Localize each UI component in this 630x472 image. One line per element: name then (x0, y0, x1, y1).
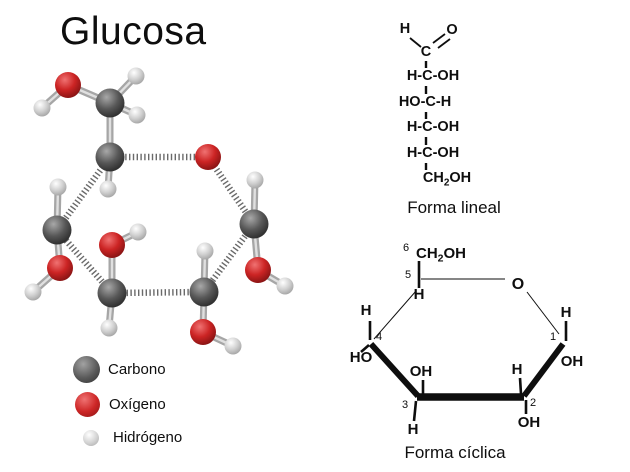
cyclic-label: 2 (530, 397, 536, 409)
legend-label-oxygen: Oxígeno (109, 396, 166, 413)
atom-oxygen (55, 72, 81, 98)
cyclic-bond (412, 400, 418, 422)
cyclic-label: 4 (376, 331, 382, 343)
cyclic-label: HO (350, 349, 373, 366)
page-title: Glucosa (60, 10, 207, 53)
cyclic-label: O (512, 276, 524, 293)
legend-item-carbon: Carbono (71, 356, 166, 383)
ring-bond-dashed (201, 222, 257, 294)
linear-label: H-C-OH (407, 145, 459, 161)
cyclic-label: OH (561, 353, 584, 370)
cyclic-label: H (408, 421, 419, 438)
atom-hydrogen (24, 283, 42, 301)
linear-label: HO-C-H (399, 94, 451, 110)
linear-label: H (400, 21, 410, 37)
cyclic-bond (368, 341, 421, 399)
linear-label: H-C-OH (407, 68, 459, 84)
cyclic-form-caption: Forma cíclica (404, 443, 506, 462)
atom-oxygen (99, 232, 125, 258)
linear-bond (409, 37, 422, 48)
atom-hydrogen (99, 180, 117, 198)
carbon-ball-icon (71, 356, 101, 383)
atom-oxygen (47, 255, 73, 281)
cyclic-label: OH (410, 363, 433, 380)
atom-carbon (42, 215, 72, 245)
linear-label: H-C-OH (407, 119, 459, 135)
cyclic-label: 1 (550, 331, 556, 343)
atom-hydrogen (128, 106, 146, 124)
cyclic-bond (526, 291, 560, 335)
atom-hydrogen (100, 319, 118, 337)
cyclic-bond (360, 344, 370, 353)
atom-carbon (95, 142, 125, 172)
atom-hydrogen (129, 223, 147, 241)
cyclic-label: H (561, 304, 572, 321)
linear-label: C (421, 44, 432, 60)
atom-hydrogen (49, 178, 67, 196)
hydrogen-ball-icon (76, 429, 106, 446)
atom-carbon (95, 88, 125, 118)
linear-formula: H OC H-C-OH HO-C-H H-C-OH H-C-OH CH2OH (399, 21, 471, 189)
cyclic-label: 6 (403, 242, 409, 254)
atom-carbon (97, 278, 127, 308)
linear-bond (437, 38, 451, 49)
atom-hydrogen (127, 67, 145, 85)
cyclic-label: CH2OH (416, 245, 466, 265)
atom-hydrogen (224, 337, 242, 355)
legend-label-hydrogen: Hidrógeno (113, 429, 183, 446)
atom-oxygen (245, 257, 271, 283)
atom-carbon (239, 209, 269, 239)
linear-label: CH2OH (423, 170, 471, 189)
atom-hydrogen (196, 242, 214, 260)
cyclic-bond (518, 377, 523, 395)
atom-carbon (189, 277, 219, 307)
linear-label: O (446, 22, 457, 38)
atom-oxygen (195, 144, 221, 170)
cyclic-label: H (414, 286, 425, 303)
legend-label-carbon: Carbono (108, 361, 166, 378)
cyclic-label: 3 (402, 399, 408, 411)
oxygen-ball-icon (72, 392, 102, 417)
linear-form-caption: Forma lineal (407, 198, 501, 217)
ring-bond-dashed (111, 288, 205, 297)
cyclic-label: H (512, 361, 523, 378)
cyclic-bond (521, 342, 566, 398)
legend-item-oxygen: Oxígeno (72, 392, 166, 417)
cyclic-bond (373, 290, 417, 340)
atom-hydrogen (246, 171, 264, 189)
cyclic-label: 5 (405, 269, 411, 281)
atom-hydrogen (33, 99, 51, 117)
cyclic-label: H (361, 302, 372, 319)
legend-item-hydrogen: Hidrógeno (76, 429, 182, 446)
linear-bond (432, 33, 446, 44)
cyclic-label: OH (518, 414, 541, 431)
ball-stick-model (24, 67, 294, 355)
atom-hydrogen (276, 277, 294, 295)
atom-oxygen (190, 319, 216, 345)
